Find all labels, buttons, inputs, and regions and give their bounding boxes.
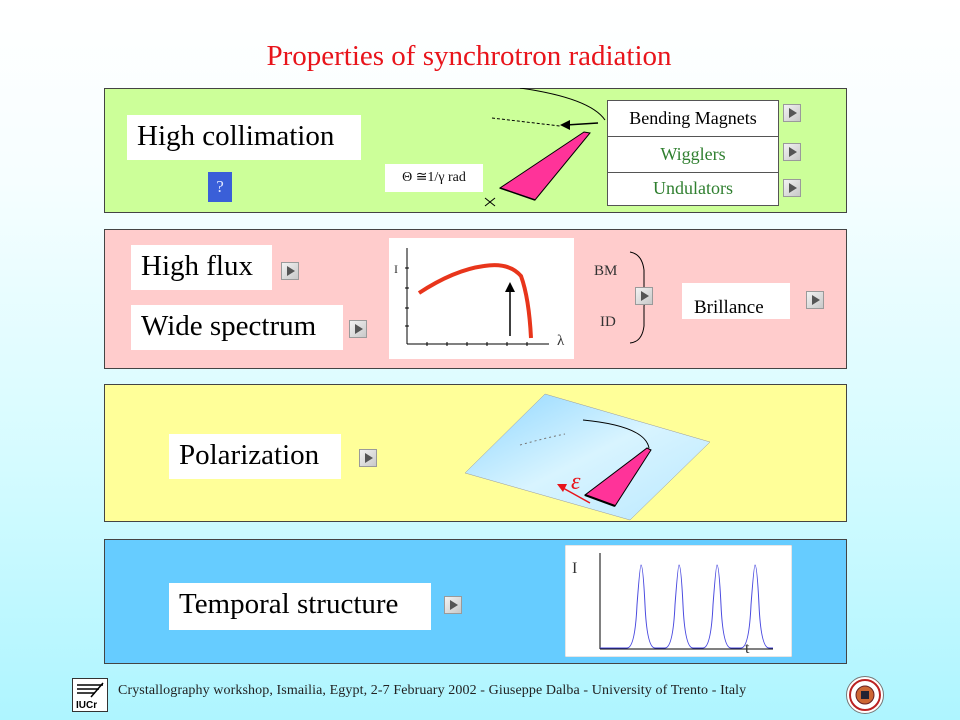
spectrum-curve (417, 263, 533, 339)
polarization-arrow (562, 487, 591, 504)
play-polarization-icon[interactable] (359, 449, 377, 467)
iucr-logo-text: IUCr (76, 700, 97, 711)
source-undulators: Undulators (653, 178, 733, 198)
play-brace-icon[interactable] (635, 287, 653, 305)
source-bending-magnets: Bending Magnets (629, 108, 757, 128)
high-collimation-label: High collimation (127, 115, 361, 160)
spectrum-y-label: I (394, 262, 398, 276)
play-brillance-icon[interactable] (806, 291, 824, 309)
university-seal (846, 676, 884, 714)
fan-edge (499, 187, 536, 201)
play-bending-magnets-icon[interactable] (783, 104, 801, 122)
orbit-plane (465, 393, 710, 521)
id-label: ID (600, 314, 616, 330)
play-wigglers-icon[interactable] (783, 143, 801, 161)
source-wigglers: Wigglers (608, 136, 778, 173)
epsilon-symbol: ε (571, 469, 581, 495)
high-flux-label: High flux (131, 245, 272, 290)
collimation-formula: Θ ≅1/γ rad (385, 164, 483, 192)
help-button[interactable]: ? (208, 172, 232, 202)
spectrum-plot (389, 238, 574, 359)
arrow-head (560, 120, 570, 130)
source-table: Bending Magnets Wigglers Undulators (607, 100, 779, 206)
footer-credit: Crystallography workshop, Ismailia, Egyp… (118, 683, 747, 698)
spectrum-x-label: λ (557, 333, 565, 349)
temporal-structure-label: Temporal structure (169, 583, 431, 630)
bm-label: BM (594, 263, 618, 279)
pulse-curve (600, 564, 773, 649)
pulse-y-label: I (572, 560, 578, 577)
collimation-diagram (484, 88, 606, 207)
polarization-diagram (465, 393, 710, 521)
play-flux-icon[interactable] (281, 262, 299, 280)
wide-spectrum-label: Wide spectrum (131, 305, 343, 350)
iucr-logo: IUCr (72, 678, 108, 712)
pulse-x-label: t (745, 640, 750, 657)
orbit-arc (582, 419, 650, 449)
polarization-label: Polarization (169, 434, 341, 479)
pulse-plot (565, 545, 792, 657)
page-title: Properties of synchrotron radiation (266, 40, 672, 72)
play-undulators-icon[interactable] (783, 179, 801, 197)
play-spectrum-icon[interactable] (349, 320, 367, 338)
play-temporal-icon[interactable] (444, 596, 462, 614)
tangent-line (491, 117, 561, 127)
brillance-box: Brillance (682, 283, 790, 319)
radiation-fan (498, 131, 591, 201)
electron-orbit (519, 88, 606, 121)
arrow-line (565, 122, 599, 126)
